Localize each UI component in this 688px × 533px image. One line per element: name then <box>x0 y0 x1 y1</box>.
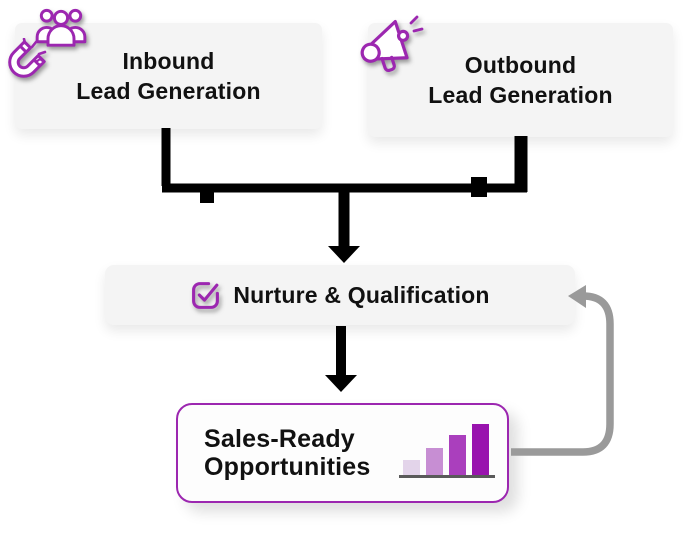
megaphone-icon <box>356 11 426 77</box>
inbound-label-line2: Lead Generation <box>76 78 261 104</box>
junction-nub-right <box>471 177 487 197</box>
sales-label: Sales-Ready Opportunities <box>204 425 370 481</box>
people-group-icon <box>35 7 87 47</box>
outbound-label-line2: Lead Generation <box>428 82 613 108</box>
inbound-label-line1: Inbound <box>122 48 215 74</box>
bar-chart-growth-icon <box>399 422 495 480</box>
inbound-label: Inbound Lead Generation <box>76 46 260 106</box>
arrowhead-to-nurture <box>328 246 360 263</box>
node-outbound-lead-generation: Outbound Lead Generation <box>368 23 673 137</box>
magnet-icon <box>2 37 52 86</box>
junction-nub-left <box>200 191 214 203</box>
nurture-label: Nurture & Qualification <box>233 282 490 308</box>
node-sales-ready-opportunities: Sales-Ready Opportunities <box>176 403 509 503</box>
node-nurture-qualification: Nurture & Qualification <box>105 265 575 325</box>
outbound-label: Outbound Lead Generation <box>428 50 612 110</box>
checkbox-check-icon <box>190 280 221 311</box>
sales-label-line2: Opportunities <box>204 453 371 481</box>
arrowhead-to-sales <box>325 375 357 392</box>
outbound-label-line1: Outbound <box>464 52 577 78</box>
sales-label-line1: Sales-Ready <box>204 425 355 453</box>
